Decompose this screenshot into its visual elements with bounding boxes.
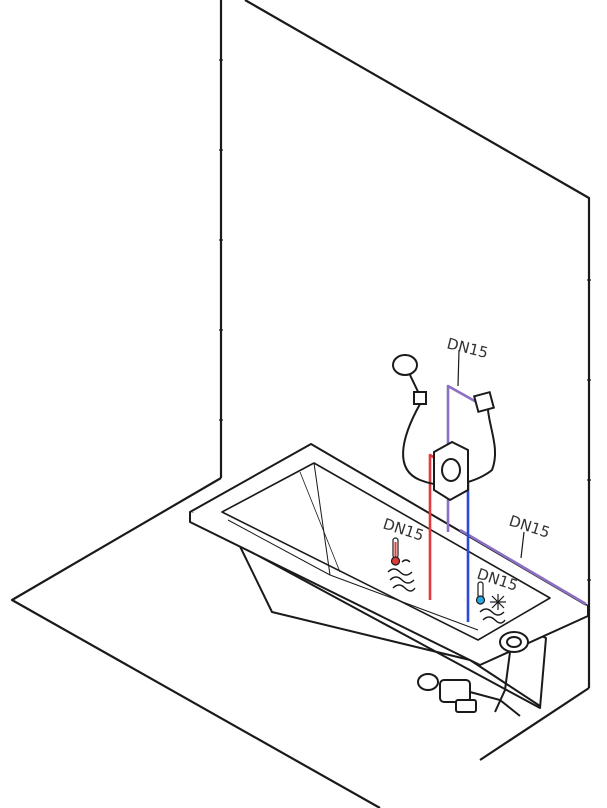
mixed-pipe-right (459, 528, 587, 606)
shower-holder (413, 391, 427, 405)
back-wall-top (244, 0, 591, 688)
hot-water-symbol (387, 537, 416, 592)
mixer-knob (441, 458, 461, 482)
wall-elbow (472, 390, 496, 414)
thermometer-cold-icon (475, 581, 486, 605)
drain-trap (439, 679, 471, 703)
overflow-pipe (494, 651, 511, 713)
drain-coupling (455, 699, 477, 713)
floor-left-edge (10, 477, 381, 808)
leader-top (457, 349, 460, 387)
room-outline (10, 0, 591, 808)
overflow-knob-inner (506, 636, 522, 648)
shower-head (392, 354, 418, 376)
cold-water-symbol (475, 581, 506, 624)
snowflake-icon (490, 594, 506, 610)
leader-lines (457, 349, 525, 559)
thermometer-hot-icon (390, 537, 401, 566)
floor-right-edge (479, 687, 590, 761)
drain-outlet (417, 673, 439, 691)
label-right-pipe: DN15 (507, 512, 552, 542)
cold-water-waves-icon (479, 608, 506, 624)
basin-inner-side (313, 462, 331, 576)
drain-assembly (417, 631, 529, 717)
drain-pipe (469, 691, 521, 717)
water-waves-icon (387, 559, 416, 592)
leader-right (520, 531, 525, 559)
basin-inner-side-2 (299, 471, 341, 573)
mixer-valve (433, 440, 469, 502)
bathtub (189, 443, 589, 709)
label-top-pipe: DN15 (445, 334, 490, 362)
wall-ticks (219, 59, 591, 581)
